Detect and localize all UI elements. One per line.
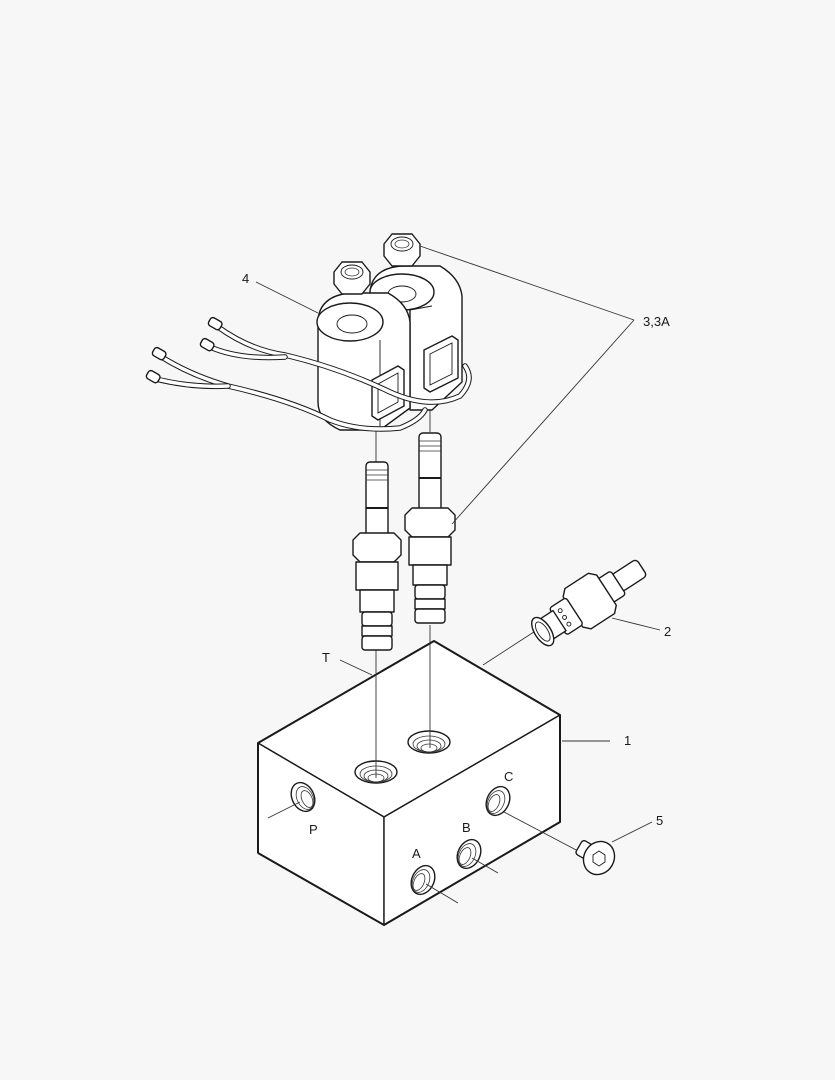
callout-4: 4 [242, 271, 249, 286]
port-label-a: A [412, 846, 421, 861]
port-label-c: C [504, 769, 513, 784]
port-b [456, 838, 482, 870]
hex-nut-left [333, 261, 371, 295]
callout-3-3a: 3,3A [643, 314, 670, 329]
hex-nut-right [383, 233, 421, 267]
leader-lines [255, 245, 661, 904]
port-label-t: T [322, 650, 330, 665]
cartridge-valve-side [531, 559, 647, 647]
coil-connector-right [423, 335, 459, 393]
solenoid-coils [316, 265, 463, 431]
wire-terminal [145, 316, 223, 384]
port-c [485, 785, 511, 817]
port-label-b: B [462, 820, 471, 835]
cartridge-valve-left [352, 461, 402, 651]
callout-1: 1 [624, 733, 631, 748]
cartridge-valve-right [404, 432, 456, 624]
callout-labels: 4 3,3A 2 1 5 T P A B C [242, 271, 671, 861]
coil-wires [145, 316, 472, 432]
manifold-block [257, 640, 561, 926]
plug [575, 839, 616, 876]
top-port-right [407, 730, 451, 754]
port-a [410, 864, 436, 896]
port-label-p: P [309, 822, 318, 837]
callout-5: 5 [656, 813, 663, 828]
port-p [290, 781, 316, 813]
callout-2: 2 [664, 624, 671, 639]
